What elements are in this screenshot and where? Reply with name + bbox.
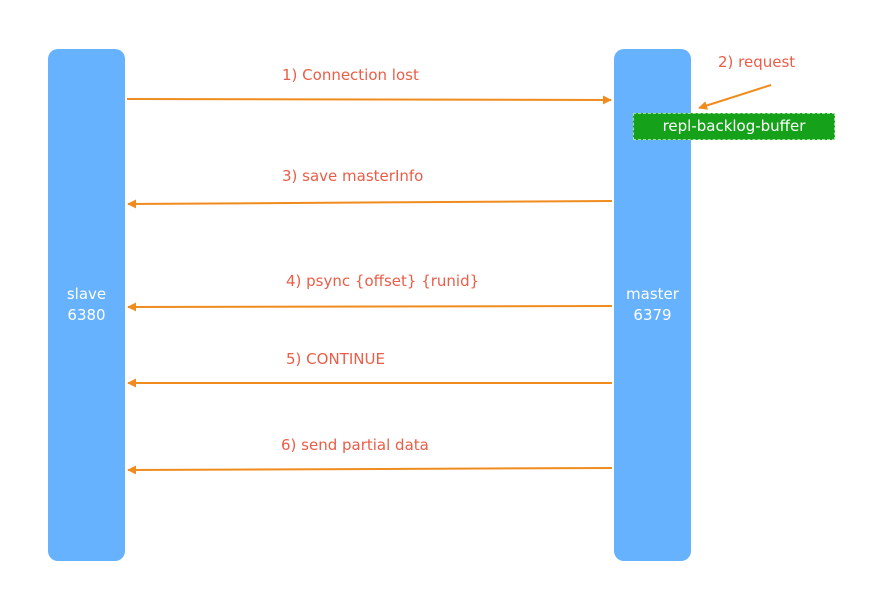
message-request: 2) request — [718, 53, 796, 71]
master-name: master — [626, 285, 679, 303]
arrow-save-master-info — [127, 199, 613, 209]
slave-name: slave — [66, 285, 107, 303]
message-psync: 4) psync {offset} {runid} — [286, 272, 480, 290]
slave-label: slave 6380 — [48, 284, 125, 326]
arrow-psync — [127, 302, 613, 312]
message-connection-lost: 1) Connection lost — [282, 66, 419, 84]
arrow-request — [698, 84, 772, 110]
arrow-connection-lost — [126, 95, 612, 105]
arrow-send-partial-data — [127, 465, 613, 475]
slave-lifeline: slave 6380 — [48, 49, 125, 561]
message-continue: 5) CONTINUE — [286, 350, 385, 368]
repl-backlog-buffer-box: repl-backlog-buffer — [633, 113, 835, 140]
master-port: 6379 — [633, 306, 672, 324]
message-send-partial-data: 6) send partial data — [281, 436, 429, 454]
master-label: master 6379 — [614, 284, 691, 326]
slave-port: 6380 — [67, 306, 106, 324]
message-save-master-info: 3) save masterInfo — [282, 167, 424, 185]
